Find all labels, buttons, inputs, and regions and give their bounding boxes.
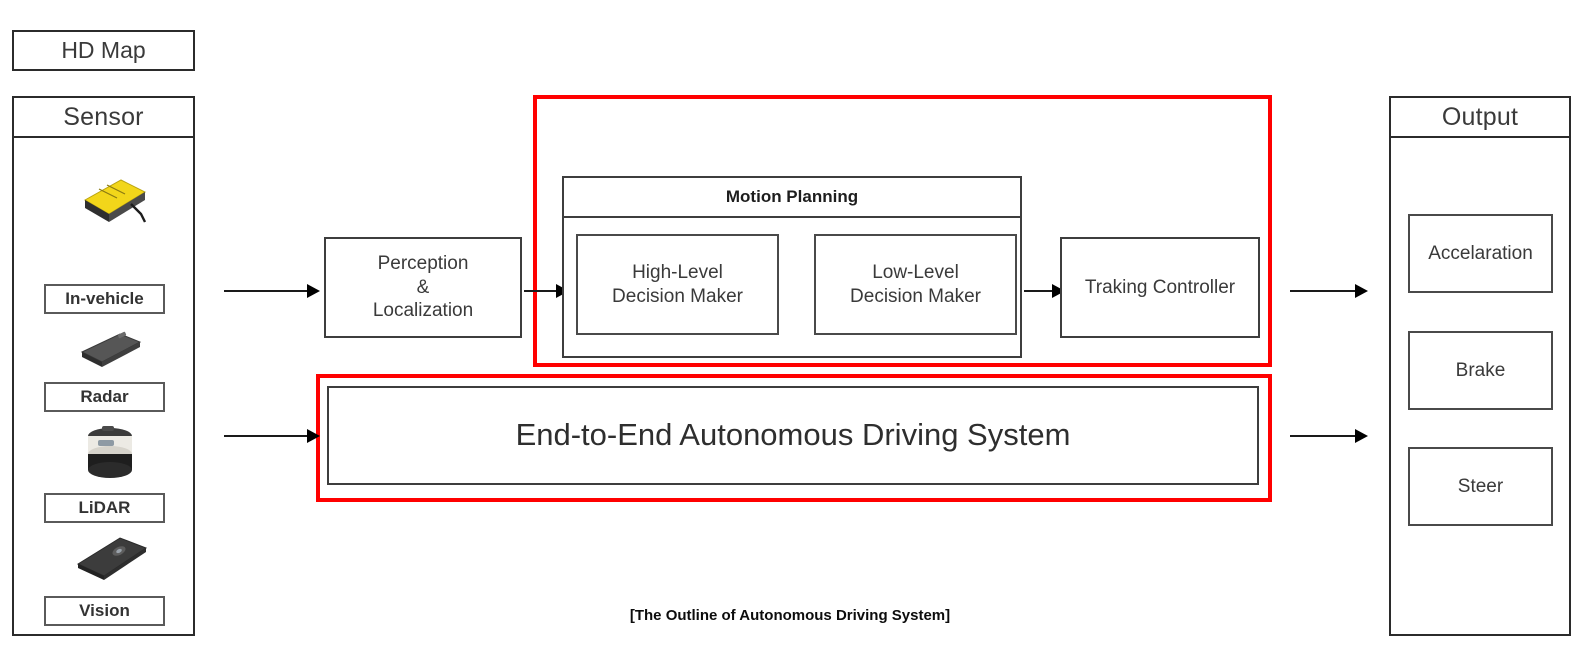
hd-map-label: HD Map: [61, 37, 146, 63]
sensor-item-lidar[interactable]: LiDAR: [44, 493, 165, 523]
perception-line-1: Perception: [377, 252, 469, 274]
arrow-tracking-controller-to-output: [1290, 281, 1368, 301]
sensor-item-vision[interactable]: Vision: [44, 596, 165, 626]
in-vehicle-sensor-icon: [69, 174, 149, 226]
sensor-panel-header: Sensor: [14, 98, 193, 138]
arrow-sensor-to-perception: [224, 281, 320, 301]
end-to-end-system-box[interactable]: End-to-End Autonomous Driving System: [327, 386, 1259, 485]
high-level-line-1: High-Level: [632, 261, 723, 283]
lidar-sensor-icon: [78, 424, 142, 486]
perception-localization-box[interactable]: Perception & Localization: [324, 237, 522, 338]
output-item-brake[interactable]: Brake: [1408, 331, 1553, 410]
diagram-caption: [The Outline of Autonomous Driving Syste…: [530, 607, 1050, 624]
hd-map-box[interactable]: HD Map: [12, 30, 195, 71]
tracking-controller-label: Traking Controller: [1084, 276, 1236, 298]
sensor-item-in-vehicle-label: In-vehicle: [65, 289, 144, 308]
tracking-controller-box[interactable]: Traking Controller: [1060, 237, 1260, 338]
output-item-steer-label: Steer: [1457, 475, 1504, 497]
sensor-item-in-vehicle[interactable]: In-vehicle: [44, 284, 165, 314]
output-item-accelaration[interactable]: Accelaration: [1408, 214, 1553, 293]
perception-line-3: Localization: [372, 300, 474, 322]
low-level-line-1: Low-Level: [872, 261, 959, 283]
sensor-item-radar[interactable]: Radar: [44, 382, 165, 412]
output-item-steer[interactable]: Steer: [1408, 447, 1553, 526]
perception-line-2: &: [416, 276, 430, 298]
output-item-accelaration-label: Accelaration: [1428, 242, 1533, 264]
motion-planning-title-bar: Motion Planning: [564, 178, 1020, 218]
motion-planning-box: Motion Planning High-Level Decision Make…: [562, 176, 1022, 358]
sensor-panel-body: In-vehicle Radar: [14, 136, 193, 634]
diagram-caption-text: [The Outline of Autonomous Driving Syste…: [629, 607, 951, 624]
arrow-sensor-to-end-to-end: [224, 426, 320, 446]
high-level-decision-maker-box[interactable]: High-Level Decision Maker: [576, 234, 779, 335]
sensor-item-vision-label: Vision: [79, 601, 130, 620]
output-panel-title: Output: [1441, 102, 1519, 131]
vision-camera-icon: [72, 534, 152, 584]
sensor-panel: Sensor In-vehicle: [12, 96, 195, 636]
output-panel-header: Output: [1391, 98, 1569, 138]
radar-sensor-icon: [74, 328, 146, 370]
high-level-line-2: Decision Maker: [612, 285, 743, 307]
end-to-end-system-label: End-to-End Autonomous Driving System: [515, 417, 1071, 453]
motion-planning-title: Motion Planning: [725, 187, 859, 206]
low-level-line-2: Decision Maker: [850, 285, 981, 307]
output-panel: Output Accelaration Brake Steer: [1389, 96, 1571, 636]
low-level-decision-maker-box[interactable]: Low-Level Decision Maker: [814, 234, 1017, 335]
sensor-panel-title: Sensor: [63, 102, 144, 131]
modular-pipeline-highlight-frame: [533, 95, 1272, 367]
sensor-item-radar-label: Radar: [80, 387, 129, 406]
output-panel-body: Accelaration Brake Steer: [1391, 136, 1569, 634]
sensor-item-lidar-label: LiDAR: [78, 498, 131, 517]
arrow-end-to-end-to-output: [1290, 426, 1368, 446]
output-item-brake-label: Brake: [1455, 359, 1506, 381]
